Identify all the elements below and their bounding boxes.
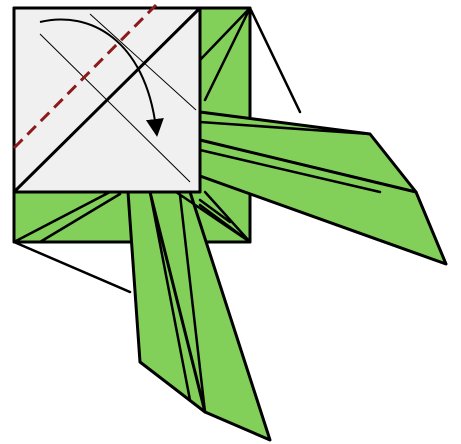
- layer-line: [14, 242, 130, 292]
- layer-line: [250, 8, 300, 112]
